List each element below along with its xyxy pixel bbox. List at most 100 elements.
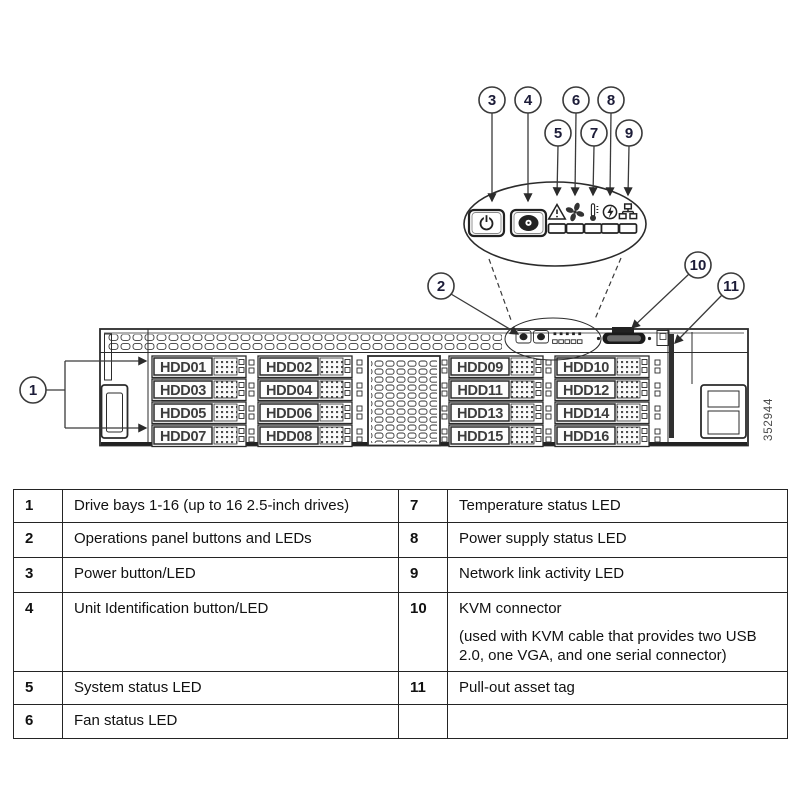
callout-2: 2	[427, 272, 520, 335]
callout-number-cell: 8	[398, 522, 448, 558]
drive-bay-label: HDD16	[563, 429, 609, 445]
callout-5: 5	[544, 119, 572, 197]
drive-bay-label: HDD05	[160, 406, 206, 422]
description-cell: Fan status LED	[62, 704, 399, 739]
drive-bay-label: HDD03	[160, 383, 206, 399]
drive-bay-label: HDD04	[266, 383, 312, 399]
drive-bay-hdd16: HDD16	[554, 424, 650, 448]
status-led-row-small	[552, 332, 583, 344]
fan-status-led	[565, 202, 585, 234]
projection-line-right	[594, 257, 622, 320]
table-row: 4 Unit Identification button/LED 10 KVM …	[13, 592, 788, 672]
callout-number-cell: 11	[398, 671, 448, 705]
pull-out-asset-tag	[669, 334, 674, 438]
description-cell: Operations panel buttons and LEDs	[62, 522, 399, 558]
description-cell	[447, 704, 788, 739]
drive-bay-label: HDD08	[266, 429, 312, 445]
figure-number: 352944	[763, 398, 775, 441]
power-button	[467, 208, 506, 238]
drive-bay-hdd05: HDD05	[151, 401, 247, 425]
bay-separators	[248, 359, 661, 443]
power-icon	[479, 215, 494, 231]
power-supply-status-led	[600, 204, 620, 234]
drive-bay-label: HDD10	[563, 360, 609, 376]
svg-text:5: 5	[554, 125, 562, 142]
operations-panel-detail-bubble	[463, 181, 647, 267]
drive-bay-hdd07: HDD07	[151, 424, 247, 448]
uid-button-small	[533, 330, 549, 344]
callout-10: 10	[631, 251, 712, 329]
server-chassis: HDD01 HDD03 HDD05 HDD07	[99, 327, 749, 448]
drive-bay-hdd14: HDD14	[554, 401, 650, 425]
temperature-icon	[590, 203, 599, 221]
drive-bay-label: HDD02	[266, 360, 312, 376]
drive-bay-label: HDD09	[457, 360, 503, 376]
svg-text:9: 9	[625, 125, 633, 142]
drive-bay-hdd02: HDD02	[257, 355, 353, 379]
legend-table: 1 Drive bays 1-16 (up to 16 2.5-inch dri…	[13, 489, 788, 739]
table-row: 3 Power button/LED 9 Network link activi…	[13, 557, 788, 593]
drive-bay-label: HDD14	[563, 406, 609, 422]
drive-bay-hdd06: HDD06	[257, 401, 353, 425]
system-status-warning-icon	[547, 202, 567, 220]
callout-11: 11	[674, 272, 745, 344]
description-cell: Unit Identification button/LED	[62, 592, 399, 672]
left-handle	[100, 384, 129, 439]
drive-bay-hdd13: HDD13	[448, 401, 544, 425]
drive-bay-label: HDD13	[457, 406, 503, 422]
svg-text:11: 11	[723, 278, 739, 295]
drive-bay-label: HDD07	[160, 429, 206, 445]
svg-text:7: 7	[590, 125, 598, 142]
drive-bay-hdd08: HDD08	[257, 424, 353, 448]
callout-7: 7	[580, 119, 608, 197]
callout-4: 4	[514, 86, 542, 203]
drive-bay-label: HDD11	[457, 383, 502, 399]
unit-identification-icon	[518, 215, 539, 231]
callout-number-cell: 1	[13, 489, 63, 523]
svg-text:4: 4	[524, 92, 533, 109]
svg-text:1: 1	[29, 382, 37, 399]
system-status-led	[547, 202, 567, 234]
callout-number-cell	[398, 704, 448, 739]
description-cell: Network link activity LED	[447, 557, 788, 593]
callout-number-cell: 6	[13, 704, 63, 739]
svg-text:6: 6	[572, 92, 580, 109]
server-front-panel-figure: HDD01 HDD03 HDD05 HDD07	[19, 86, 775, 448]
drive-bay-label: HDD01	[160, 360, 206, 376]
callout-1: 1	[19, 356, 148, 433]
drive-bay-label: HDD06	[266, 406, 312, 422]
callout-number-cell: 7	[398, 489, 448, 523]
description-cell: Power button/LED	[62, 557, 399, 593]
table-row: 1 Drive bays 1-16 (up to 16 2.5-inch dri…	[13, 489, 788, 523]
drive-bay-label: HDD12	[563, 383, 609, 399]
callout-number-cell: 5	[13, 671, 63, 705]
front-vent-strip	[108, 334, 502, 351]
right-rack-ear	[656, 330, 747, 439]
drive-bay-hdd01: HDD01	[151, 355, 247, 379]
power-button-small	[515, 330, 532, 344]
description-cell: Temperature status LED	[447, 489, 788, 523]
callout-number-cell: 4	[13, 592, 63, 672]
power-supply-icon	[602, 204, 618, 220]
drive-bay-hdd04: HDD04	[257, 378, 353, 402]
callout-number-cell: 2	[13, 522, 63, 558]
projection-line-left	[488, 258, 512, 321]
description-line: KVM connector	[459, 600, 562, 617]
callout-3: 3	[478, 86, 506, 203]
description-cell: Drive bays 1-16 (up to 16 2.5-inch drive…	[62, 489, 399, 523]
kvm-connector	[596, 327, 652, 344]
table-row: 6 Fan status LED	[13, 704, 788, 739]
unit-identification-button	[509, 208, 548, 238]
callout-number-cell: 10	[398, 592, 448, 672]
description-cell: Pull-out asset tag	[447, 671, 788, 705]
drive-bay-hdd09: HDD09	[448, 355, 544, 379]
center-vent-panel	[367, 355, 441, 447]
drive-bay-hdd10: HDD10	[554, 355, 650, 379]
drive-bay-hdd12: HDD12	[554, 378, 650, 402]
table-row: 2 Operations panel buttons and LEDs 8 Po…	[13, 522, 788, 558]
callout-9: 9	[615, 119, 643, 197]
description-cell: System status LED	[62, 671, 399, 705]
drive-bay-hdd15: HDD15	[448, 424, 544, 448]
svg-text:3: 3	[488, 92, 496, 109]
